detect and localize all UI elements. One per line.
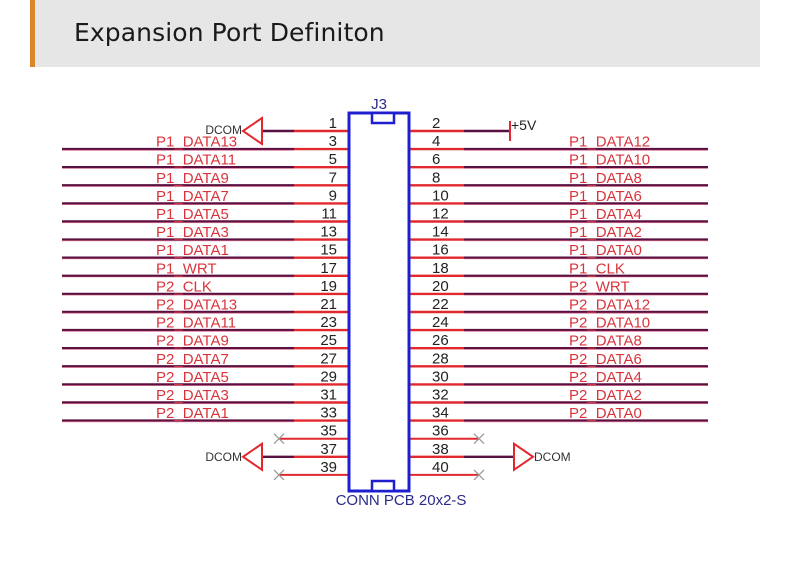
net-label: P2_DATA12 <box>569 297 650 314</box>
net-label: P2_DATA7 <box>156 351 229 368</box>
pin-number: 26 <box>432 332 449 349</box>
pin-number: 1 <box>329 115 337 132</box>
net-label: P1_DATA10 <box>569 152 650 169</box>
net-label: P2_DATA9 <box>156 333 229 350</box>
net-label: P1_CLK <box>569 260 625 277</box>
dcom-port-icon <box>241 116 263 146</box>
pin-number: 11 <box>321 206 337 223</box>
net-label: P1_DATA1 <box>156 242 229 259</box>
connector-body <box>347 111 411 493</box>
pin-number: 14 <box>432 224 449 241</box>
dcom-port-icon <box>241 441 263 472</box>
net-label: P2_DATA4 <box>569 369 642 386</box>
pin-number: 10 <box>432 187 449 204</box>
dcom-label: DCOM <box>205 123 242 137</box>
pin-number: 9 <box>329 187 337 204</box>
pin-number: 27 <box>320 350 337 367</box>
pin-number: 18 <box>432 260 449 277</box>
connector-reference: J3 <box>371 96 387 113</box>
pin-number: 21 <box>320 296 337 313</box>
no-connect-icon <box>273 469 285 481</box>
no-connect-icon <box>473 469 485 481</box>
net-label: P2_DATA1 <box>156 405 229 422</box>
net-label: P1_DATA2 <box>569 224 642 241</box>
pin-number: 30 <box>432 368 449 385</box>
pin-number: 6 <box>432 151 440 168</box>
pin-number: 20 <box>432 278 449 295</box>
dcom-label: DCOM <box>534 450 571 464</box>
pin-number: 32 <box>432 387 449 404</box>
pin-number: 40 <box>432 459 449 476</box>
net-label: P1_DATA7 <box>156 188 229 205</box>
pin-number: 17 <box>320 260 337 277</box>
net-label: P2_DATA5 <box>156 369 229 386</box>
pin-number: 8 <box>432 169 440 186</box>
pin-number: 38 <box>432 441 449 458</box>
pin-number: 35 <box>320 423 337 440</box>
pin-number: 23 <box>320 314 337 331</box>
pin-number: 7 <box>329 169 337 186</box>
connector-part-label: CONN PCB 20x2-S <box>336 492 467 509</box>
net-label: P1_DATA3 <box>156 224 229 241</box>
net-label: P1_DATA12 <box>569 134 650 151</box>
pin-number: 3 <box>329 133 337 150</box>
pin-number: 22 <box>432 296 449 313</box>
net-label: P1_WRT <box>156 260 217 277</box>
net-label: P1_DATA0 <box>569 242 642 259</box>
dcom-label: DCOM <box>205 450 242 464</box>
net-label: P2_DATA3 <box>156 387 229 404</box>
pin-number: 39 <box>320 459 337 476</box>
net-label: P2_DATA13 <box>156 297 237 314</box>
pin-number: 33 <box>320 405 337 422</box>
net-label: P1_DATA6 <box>569 188 642 205</box>
pin-number: 13 <box>320 224 337 241</box>
net-label: P2_DATA0 <box>569 405 642 422</box>
net-label: P1_DATA5 <box>156 206 229 223</box>
pin-number: 31 <box>320 387 337 404</box>
net-label: P2_DATA6 <box>569 351 642 368</box>
pin-number: 28 <box>432 350 449 367</box>
net-label: P1_DATA13 <box>156 134 237 151</box>
power-label: +5V <box>511 117 537 133</box>
net-label: P2_DATA10 <box>569 315 650 332</box>
net-label: P2_WRT <box>569 278 630 295</box>
pin-number: 5 <box>329 151 337 168</box>
no-connect-icon <box>273 433 285 445</box>
pin-number: 37 <box>320 441 337 458</box>
dcom-port-icon <box>513 441 535 472</box>
pin-number: 24 <box>432 314 449 331</box>
net-label: P2_CLK <box>156 278 212 295</box>
pin-number: 12 <box>432 206 449 223</box>
pin-number: 15 <box>320 242 337 259</box>
pin-number: 16 <box>432 242 449 259</box>
pin-number: 19 <box>320 278 337 295</box>
net-label: P1_DATA4 <box>569 206 642 223</box>
connector-key-bottom <box>370 479 396 493</box>
pin-number: 25 <box>320 332 337 349</box>
pin-number: 36 <box>432 423 449 440</box>
no-connect-icon <box>473 433 485 445</box>
connector-key-top <box>370 111 396 125</box>
net-label: P1_DATA9 <box>156 170 229 187</box>
net-label: P1_DATA11 <box>156 152 236 169</box>
net-label: P1_DATA8 <box>569 170 642 187</box>
net-label: P2_DATA2 <box>569 387 642 404</box>
net-label: P2_DATA8 <box>569 333 642 350</box>
pin-number: 34 <box>432 405 449 422</box>
pin-number: 29 <box>320 368 337 385</box>
section-header: Expansion Port Definiton <box>30 0 760 67</box>
net-label: P2_DATA11 <box>156 315 236 332</box>
pin-number: 4 <box>432 133 440 150</box>
pin-number: 2 <box>432 115 440 132</box>
page-title: Expansion Port Definiton <box>74 18 385 47</box>
wires-layer: 1DCOM3P1_DATA135P1_DATA117P1_DATA99P1_DA… <box>62 115 708 481</box>
